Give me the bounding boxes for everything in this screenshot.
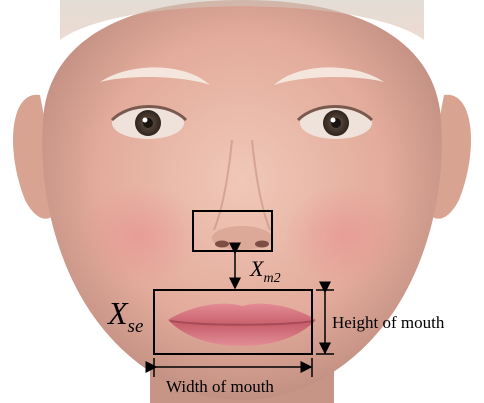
width-of-mouth-label: Width of mouth — [166, 377, 274, 396]
height-of-mouth-label: Height of mouth — [332, 313, 445, 332]
left-cheek — [80, 185, 200, 285]
xm2-subscript: m2 — [263, 271, 280, 286]
right-cheek — [284, 185, 404, 285]
xse-subscript: se — [128, 316, 144, 337]
left-nostril — [215, 241, 229, 248]
right-nostril — [255, 241, 269, 248]
face-image — [13, 0, 471, 403]
